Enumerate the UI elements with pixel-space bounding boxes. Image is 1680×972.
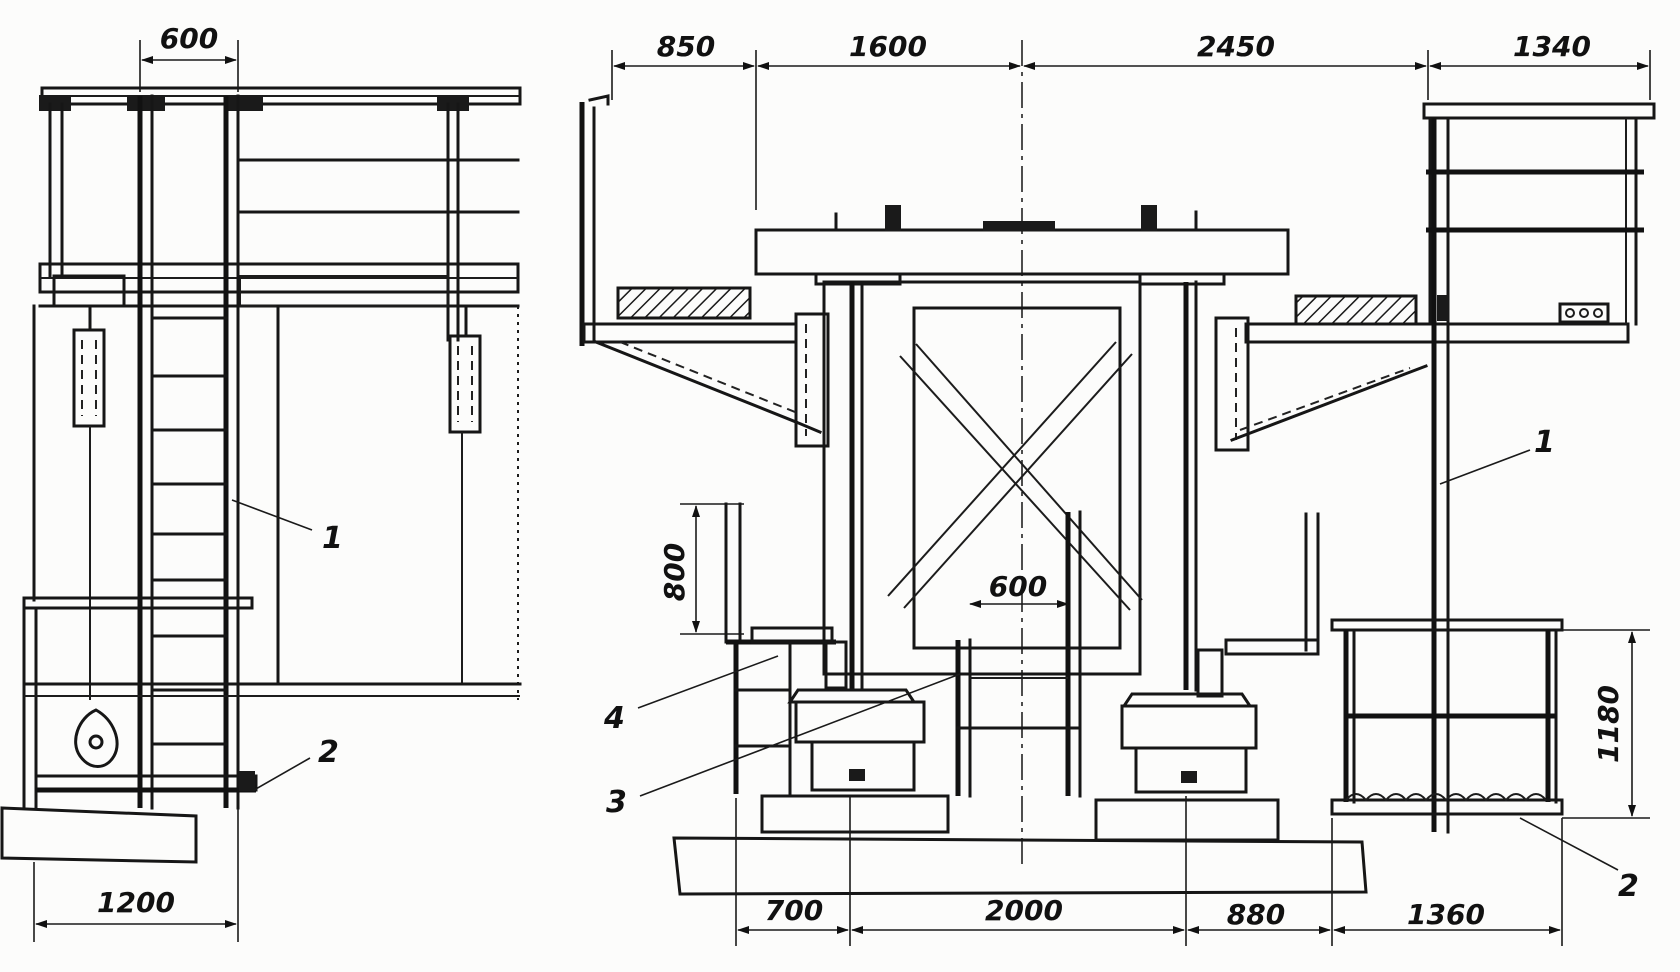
callout-part-4: 4: [603, 701, 625, 736]
ground-slab-left: [0, 806, 198, 864]
curb-right: [1294, 294, 1418, 326]
front-elevation-view: 850 1600 2450 1340: [579, 30, 1656, 946]
dim-top-right-span: 1340: [1513, 30, 1591, 63]
dim-top-center-right: 2450: [1197, 30, 1275, 63]
dim-left-top-width: 600: [160, 22, 218, 55]
bearing-left: [760, 688, 950, 834]
dim-bottom-c: 880: [1227, 898, 1285, 931]
dim-bottom-d: 1360: [1407, 898, 1485, 931]
dim-top-center-left: 1600: [849, 30, 927, 63]
callout-part-right-bottom: 2: [1618, 869, 1639, 904]
dim-inner-width: 600: [989, 570, 1047, 603]
dim-vertical-platform-height: 1180: [1592, 685, 1625, 763]
lower-platform-right: [1330, 618, 1564, 632]
callout-ladder-right: 1: [1534, 425, 1555, 460]
dim-vertical-railing-height: 800: [658, 543, 691, 601]
callout-part-3: 3: [606, 785, 627, 820]
pier-body: [822, 280, 1142, 676]
callout-ladder-left: 1: [322, 521, 343, 556]
lower-platform: [22, 596, 254, 610]
foundation-slab: [672, 836, 1368, 896]
counterweight-left: [72, 328, 106, 428]
curb-left: [616, 286, 752, 320]
counterweight-right: [448, 334, 482, 434]
bearing-right: [1094, 692, 1280, 842]
side-elevation-view: 600 1200 1 2: [0, 22, 522, 942]
dim-top-left-span: 850: [657, 30, 715, 63]
dim-bottom-a: 700: [765, 894, 823, 927]
ladder-side: [137, 94, 240, 810]
callout-platform-left: 2: [318, 735, 339, 770]
hook-icon: [74, 708, 119, 768]
dim-left-bottom-width: 1200: [97, 886, 175, 919]
dim-bottom-b: 2000: [985, 894, 1063, 927]
